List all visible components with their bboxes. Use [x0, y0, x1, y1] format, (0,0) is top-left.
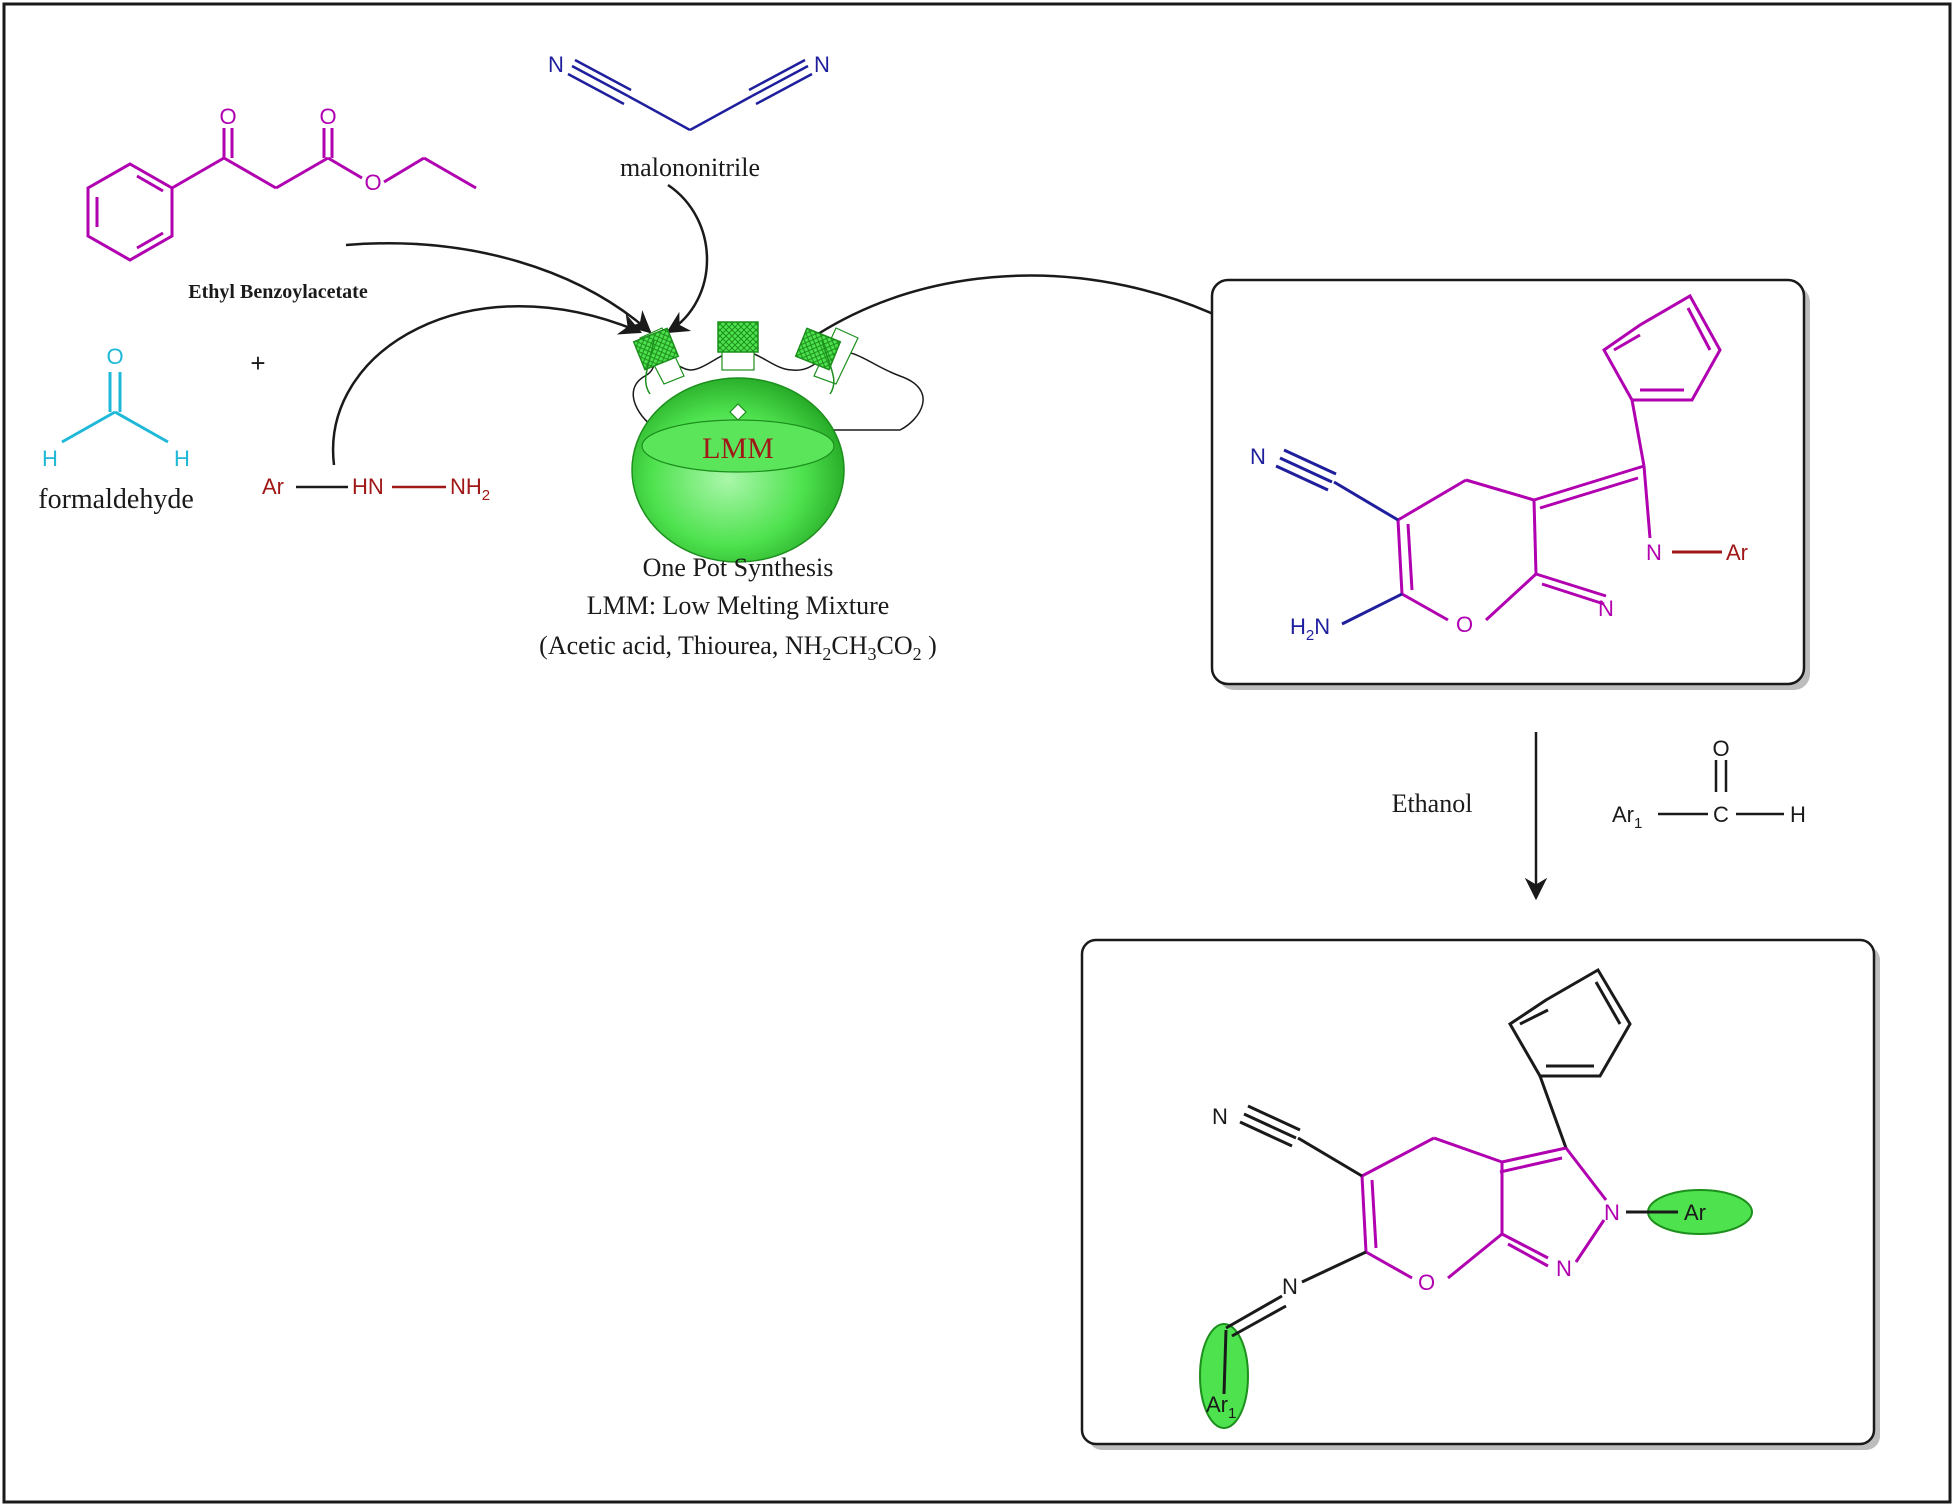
hydrazine-nh: NH2 — [450, 474, 490, 504]
malononitrile-label: malononitrile — [620, 153, 760, 182]
three-neck-flask — [631, 321, 924, 563]
arrow-hydrazine-to-flask — [331, 305, 643, 466]
aryl-aldehyde-structure — [1658, 760, 1784, 816]
hydrazine-hn: HN — [352, 474, 384, 499]
malononitrile-structure — [567, 58, 813, 132]
aldehyde-o: O — [1712, 736, 1729, 761]
product-1-n-pyrazole-1: N — [1646, 540, 1662, 565]
product-2-structure — [1222, 967, 1678, 1395]
product-2-ar: Ar — [1684, 1200, 1706, 1225]
product-box-2 — [1080, 938, 1876, 1446]
ethyl-benzoylacetate-label: Ethyl Benzoylacetate — [188, 281, 368, 303]
aldehyde-ar1: Ar1 — [1612, 802, 1642, 832]
formaldehyde-structure — [61, 372, 169, 444]
benzoyl-ketone-o: O — [219, 104, 236, 129]
plus-sign: + — [250, 348, 265, 378]
product-1-h2n: H2N — [1290, 614, 1330, 644]
product-2-ar1: Ar1 — [1206, 1392, 1236, 1422]
arrow-ethylbenzoylacetate-to-flask — [345, 242, 652, 334]
ester-ether-o: O — [364, 170, 381, 195]
formaldehyde-h-left: H — [42, 446, 58, 471]
hydrazine-ar: Ar — [262, 474, 284, 499]
product-2-n-pyrazole-1: N — [1604, 1200, 1620, 1225]
formaldehyde-label: formaldehyde — [38, 484, 194, 515]
product-2-n-pyrazole-2: N — [1556, 1256, 1572, 1281]
caption-line-2: LMM: Low Melting Mixture — [587, 591, 890, 620]
product-2-n-nitrile: N — [1212, 1104, 1228, 1129]
product-1-ar: Ar — [1726, 540, 1748, 565]
ethyl-benzoylacetate-structure — [86, 128, 477, 262]
product-1-structure — [1275, 293, 1722, 626]
malononitrile-n-right: N — [814, 52, 830, 77]
malononitrile-n-left: N — [548, 52, 564, 77]
ester-carbonyl-o: O — [319, 104, 336, 129]
caption-line-1: One Pot Synthesis — [643, 553, 834, 582]
formaldehyde-h-right: H — [174, 446, 190, 471]
product-1-o: O — [1456, 612, 1473, 637]
product-1-n-nitrile: N — [1250, 444, 1266, 469]
product-box-1 — [1210, 278, 1806, 686]
product-2-imine-n: N — [1282, 1274, 1298, 1299]
product-1-n-pyrazole-2: N — [1598, 596, 1614, 621]
product-2-o: O — [1418, 1270, 1435, 1295]
aldehyde-h: H — [1790, 802, 1806, 827]
ethanol-label: Ethanol — [1392, 789, 1473, 818]
flask-label: LMM — [702, 432, 774, 465]
formaldehyde-o: O — [106, 344, 123, 369]
arrow-malononitrile-to-flask — [666, 183, 709, 334]
aldehyde-c: C — [1713, 802, 1729, 827]
caption-line-3: (Acetic acid, Thiourea, NH2CH3CO2 ) — [539, 631, 937, 664]
